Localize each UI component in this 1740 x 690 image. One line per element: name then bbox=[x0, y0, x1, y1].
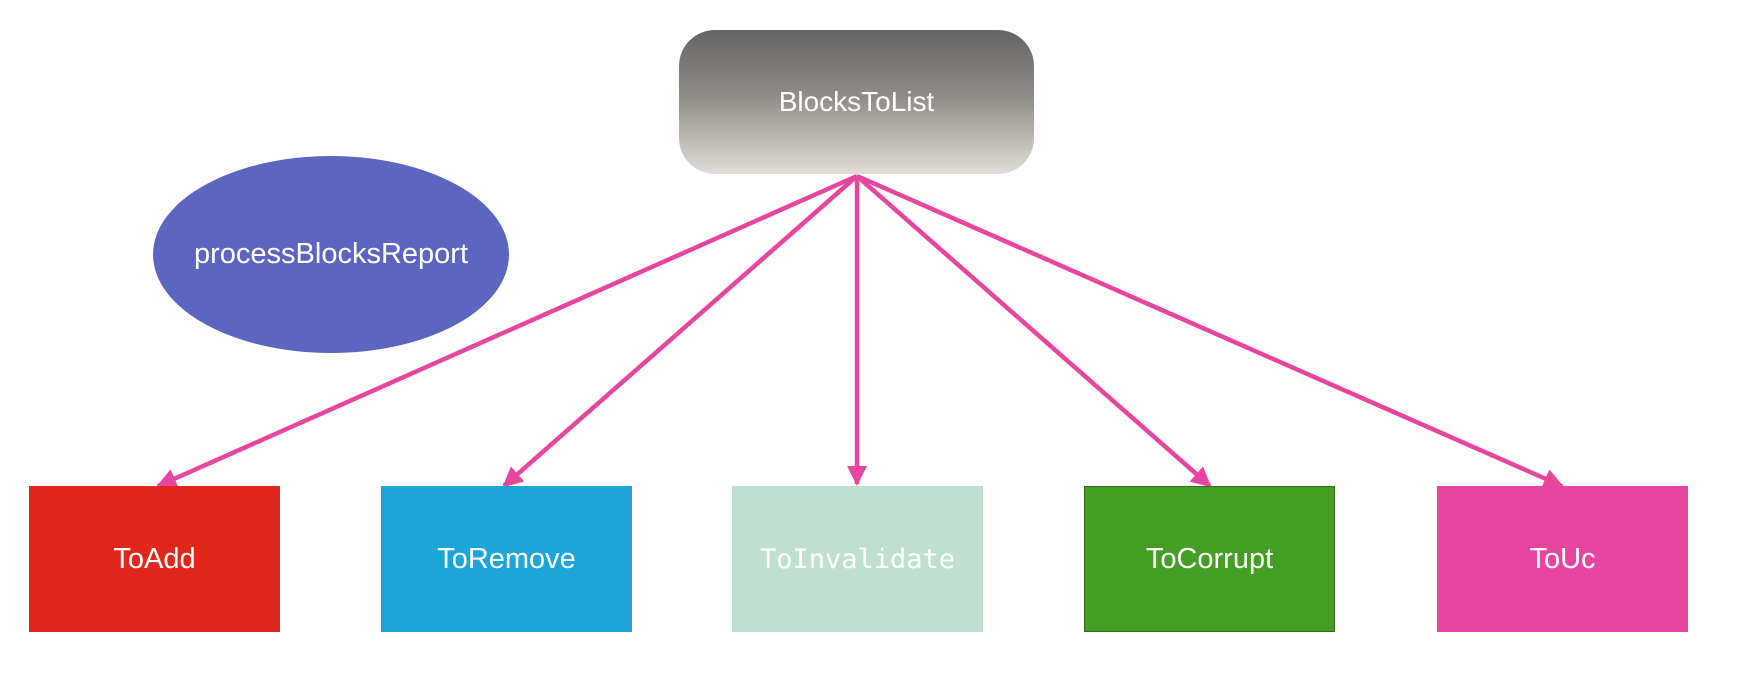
to-corrupt-node: ToCorrupt bbox=[1084, 486, 1335, 632]
blocks-to-list-label: BlocksToList bbox=[778, 86, 935, 117]
to-uc-label: ToUc bbox=[1529, 542, 1596, 575]
to-invalidate-node: ToInvalidate bbox=[732, 486, 983, 632]
to-invalidate-label: ToInvalidate bbox=[759, 543, 956, 575]
blocks-to-list-node: BlocksToList bbox=[679, 30, 1034, 174]
to-add-label: ToAdd bbox=[113, 542, 196, 575]
arrow-to-remove bbox=[502, 174, 859, 488]
arrow-to-uc bbox=[856, 173, 1564, 489]
arrow-to-add bbox=[156, 173, 858, 489]
process-blocks-report-label: processBlocksReport bbox=[194, 238, 468, 270]
arrow-to-corrupt bbox=[855, 174, 1212, 488]
to-remove-label: ToRemove bbox=[437, 542, 576, 575]
process-blocks-report-ellipse: processBlocksReport bbox=[153, 156, 509, 353]
to-add-node: ToAdd bbox=[29, 486, 280, 632]
to-remove-node: ToRemove bbox=[381, 486, 632, 632]
to-corrupt-label: ToCorrupt bbox=[1145, 542, 1274, 575]
to-uc-node: ToUc bbox=[1437, 486, 1688, 632]
